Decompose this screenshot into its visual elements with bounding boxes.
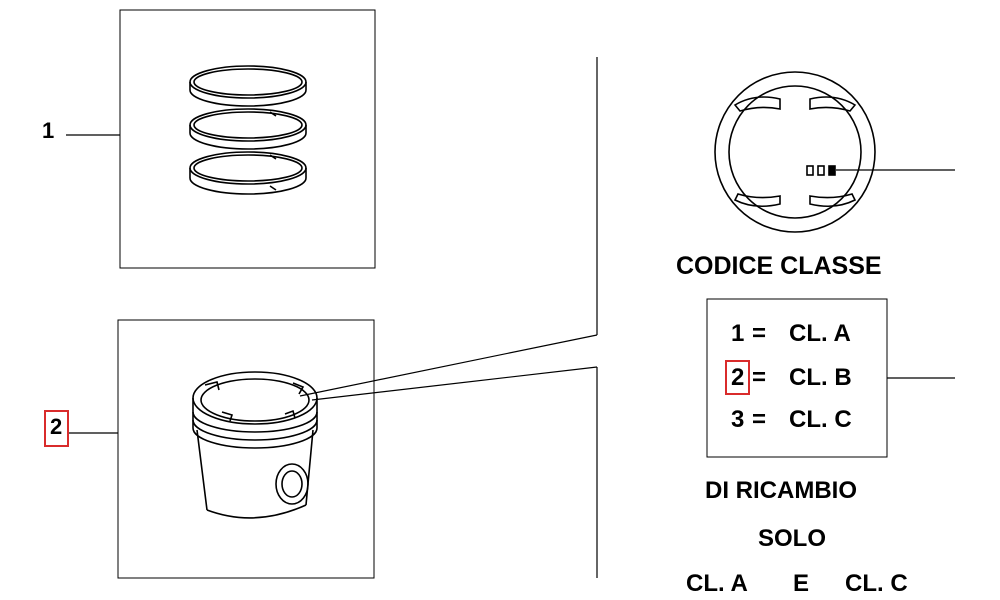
- spare-note-cl-c: CL. C: [845, 570, 908, 597]
- piston-icon: [192, 371, 318, 519]
- class-row-cls: CL. C: [789, 406, 852, 433]
- class-row-cls: CL. A: [789, 320, 851, 347]
- ring-set-frame: [119, 9, 376, 269]
- class-code-heading: CODICE CLASSE: [676, 252, 882, 280]
- class-row-num: 2: [731, 364, 745, 391]
- spare-note-cl-a: CL. A: [686, 570, 748, 597]
- spare-note-line2: SOLO: [758, 525, 827, 552]
- callout-2-highlight: [44, 410, 69, 447]
- piston-frame: [117, 319, 375, 579]
- class-row-eq: =: [752, 406, 767, 433]
- class-row-2-highlight: [725, 360, 750, 395]
- class-row-cls: CL. B: [789, 364, 852, 391]
- crown-leader-upper: [299, 334, 598, 397]
- piston-ring-set-icon: [189, 65, 307, 195]
- callout-1: 1: [42, 118, 55, 143]
- spare-note-line1: DI RICAMBIO: [705, 477, 857, 504]
- spare-note-and: E: [793, 570, 810, 597]
- class-row-num: 1: [731, 320, 745, 347]
- crown-leader-lower: [311, 366, 598, 401]
- class-row-eq: =: [752, 364, 767, 391]
- callout-2: 2: [50, 414, 63, 439]
- class-row-eq: =: [752, 320, 767, 347]
- piston-crown-marking-icon: [714, 71, 876, 233]
- class-row-num: 3: [731, 406, 745, 433]
